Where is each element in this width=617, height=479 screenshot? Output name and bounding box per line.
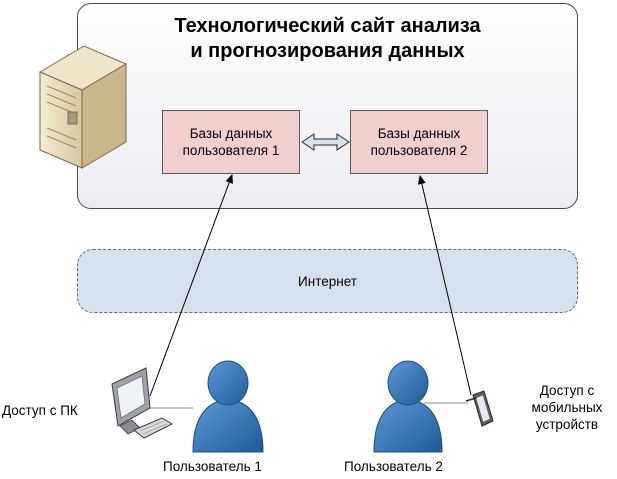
user1-label: Пользователь 1 <box>163 459 262 474</box>
site-panel <box>77 3 578 209</box>
database-box-user1-line1: Базы данных <box>189 126 273 141</box>
database-box-user2-line1: Базы данных <box>377 126 461 141</box>
site-title-line2: и прогнозирования данных <box>190 40 465 62</box>
pc-access-label: Доступ с ПК <box>2 403 78 418</box>
keyboard-icon <box>133 417 174 439</box>
mobile-access-line1: Доступ с <box>539 383 595 398</box>
mobile-device-icon <box>465 390 494 427</box>
server-icon <box>38 45 128 169</box>
site-title-line1: Технологический сайт анализа <box>174 15 481 37</box>
user-icon <box>373 360 443 453</box>
mobile-access-label: Доступ с мобильных устройств <box>520 382 614 433</box>
database-box-user1-line2: пользователя 1 <box>182 143 280 158</box>
connection-arrow-user2 <box>417 175 472 396</box>
database-box-user2-line2: пользователя 2 <box>370 143 468 158</box>
database-box-user2: Базы данных пользователя 2 <box>350 110 488 174</box>
internet-band: Интернет <box>77 249 578 313</box>
site-title: Технологический сайт анализа и прогнозир… <box>77 14 578 64</box>
computer-icon <box>111 367 151 435</box>
sync-double-arrow <box>301 133 350 151</box>
user-icon <box>192 360 264 453</box>
mobile-access-line2: мобильных <box>531 400 603 415</box>
internet-label: Интернет <box>298 273 357 289</box>
database-box-user1: Базы данных пользователя 1 <box>162 110 300 174</box>
mobile-access-line3: устройств <box>535 417 599 432</box>
connection-arrow-user1 <box>149 174 233 397</box>
user2-label: Пользователь 2 <box>344 459 443 474</box>
